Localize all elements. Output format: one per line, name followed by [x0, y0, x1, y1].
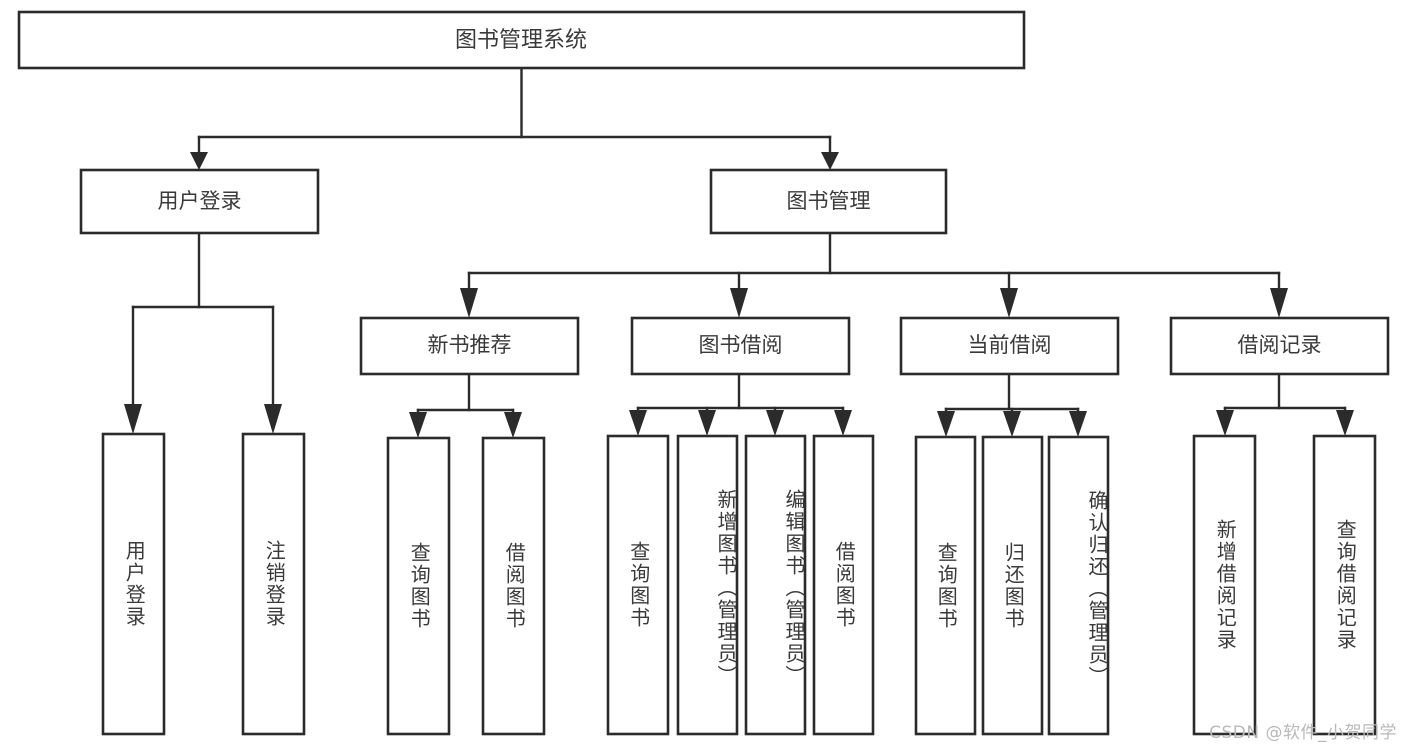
arrow-head-book-management	[821, 152, 839, 170]
leaf-box-confirm-return[interactable]	[1047, 435, 1110, 736]
arrow-head-leaf-logout	[264, 404, 282, 434]
arrow-head-leaf-add-book	[698, 410, 716, 436]
leaf-boxes	[101, 432, 1377, 736]
leaf-box-query-book-1[interactable]	[386, 436, 451, 736]
node-box-book-management[interactable]	[709, 168, 948, 235]
node-box-new-book-recommend[interactable]	[359, 316, 580, 376]
leaf-box-borrow-book-2[interactable]	[812, 434, 875, 736]
node-box-current-borrow[interactable]	[899, 316, 1120, 376]
arrow-head-leaf-query-book-3	[937, 411, 955, 437]
leaf-box-query-book-2[interactable]	[606, 434, 670, 736]
node-label-new-book-recommend: 新书推荐	[428, 333, 512, 357]
connector-group-new-book-recommend	[409, 372, 522, 438]
node-root[interactable]: 图书管理系统	[17, 10, 1026, 70]
arrow-head-user-login	[190, 152, 208, 170]
node-label-current-borrow: 当前借阅	[968, 333, 1052, 357]
arrow-head-leaf-query-book-1	[409, 412, 427, 438]
leaf-box-borrow-book-1[interactable]	[481, 436, 546, 736]
arrow-head-borrow-record	[1270, 288, 1288, 318]
leaf-box-edit-book[interactable]	[744, 434, 807, 736]
arrow-head-leaf-add-record	[1216, 410, 1234, 436]
connector-group-borrow-record	[1216, 372, 1354, 436]
node-book-management[interactable]: 图书管理	[709, 168, 948, 235]
arrow-head-leaf-query-book-2	[629, 410, 647, 436]
arrow-head-book-borrow	[730, 288, 748, 318]
arrow-head-current-borrow	[1000, 288, 1018, 318]
node-label-borrow-record: 借阅记录	[1238, 333, 1322, 357]
node-new-book-recommend[interactable]: 新书推荐	[359, 316, 580, 376]
node-label-book-management: 图书管理	[787, 189, 871, 213]
connector-group-book-borrow	[629, 372, 852, 436]
arrow-head-new-book-recommend	[460, 288, 478, 318]
arrow-head-leaf-borrow-book-1	[504, 412, 522, 438]
node-box-book-borrow[interactable]	[630, 316, 851, 376]
leaf-box-user-login[interactable]	[101, 432, 166, 736]
leaf-box-query-book-3[interactable]	[914, 435, 977, 736]
arrow-head-leaf-edit-book	[766, 410, 784, 436]
node-book-borrow[interactable]: 图书借阅	[630, 316, 851, 376]
node-user-login[interactable]: 用户登录	[79, 168, 320, 235]
node-box-root[interactable]	[17, 10, 1026, 70]
leaf-box-query-record[interactable]	[1312, 434, 1377, 736]
node-label-root: 图书管理系统	[455, 28, 587, 53]
node-box-borrow-record[interactable]	[1169, 316, 1390, 376]
arrow-head-leaf-query-record	[1336, 410, 1354, 436]
connector-group-root	[190, 66, 839, 170]
node-label-user-login: 用户登录	[158, 189, 242, 213]
leaf-box-add-record[interactable]	[1192, 434, 1257, 736]
node-label-book-borrow: 图书借阅	[699, 333, 783, 357]
arrow-head-leaf-user-login	[124, 404, 142, 434]
node-current-borrow[interactable]: 当前借阅	[899, 316, 1120, 376]
connector-group-book-management	[460, 231, 1288, 318]
connector-group-user-login	[124, 231, 282, 434]
arrow-head-leaf-confirm-return	[1069, 411, 1087, 437]
leaf-box-return-book[interactable]	[981, 435, 1044, 736]
arrow-head-leaf-return-book	[1003, 411, 1021, 437]
node-borrow-record[interactable]: 借阅记录	[1169, 316, 1390, 376]
leaf-box-logout[interactable]	[241, 432, 306, 736]
connector-group-current-borrow	[937, 372, 1087, 437]
node-box-user-login[interactable]	[79, 168, 320, 235]
arrow-head-leaf-borrow-book-2	[834, 410, 852, 436]
watermark-text: CSDN @软件_小贺同学	[1209, 723, 1397, 743]
leaf-box-add-book[interactable]	[676, 434, 739, 736]
